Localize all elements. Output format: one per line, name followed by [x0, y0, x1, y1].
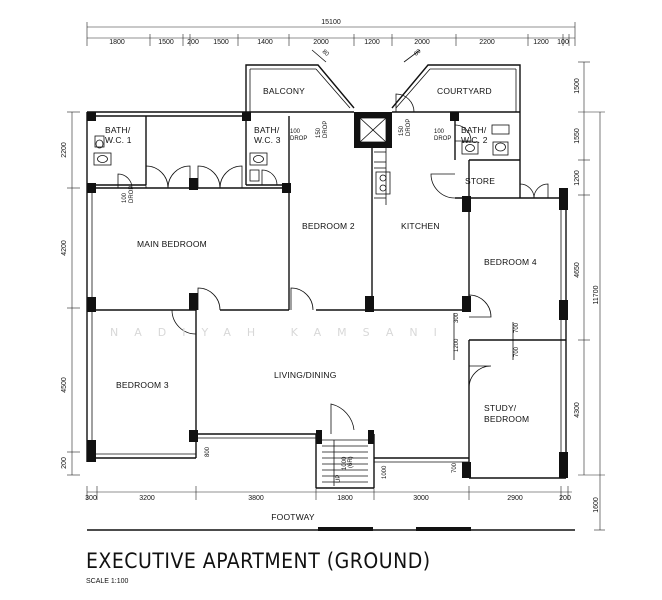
dim-left-2: 4200 [61, 240, 68, 256]
dim-top-9: 2200 [479, 39, 495, 46]
stairs-up-label: UP [336, 475, 342, 483]
dim-right-overall: 11700 [593, 285, 600, 304]
drop-annotations: 100 DROP 100 DROP 150 DROP 150 DROP 100 … [122, 119, 451, 483]
drawing-scale: SCALE 1:100 [86, 578, 129, 585]
footway: FOOTWAY [87, 512, 575, 531]
dim-top-6: 2000 [313, 39, 329, 46]
toilet-icon-2 [492, 141, 509, 156]
room-study-line2: BEDROOM [484, 414, 529, 424]
balcony-courtyard-annex: BALCONY COURTYARD [245, 49, 521, 148]
interior-dimensions: 300 1200 700 700 800 1000 700 80 80 [205, 48, 520, 479]
dim-top-4: 1500 [213, 39, 229, 46]
drop-label-4b: DROP [406, 119, 412, 136]
dim-bottom-2: 3200 [139, 495, 155, 502]
footway-label: FOOTWAY [271, 512, 315, 522]
room-bath-wc-3-line1: BATH/ [254, 125, 280, 135]
room-bath-wc-2-line1: BATH/ [461, 125, 487, 135]
dim-inner-700c: 700 [452, 462, 458, 473]
dim-bottom-6: 2900 [507, 495, 523, 502]
drop-label-1b: DROP [129, 186, 135, 203]
room-kitchen: KITCHEN [401, 221, 440, 231]
columns [87, 112, 568, 478]
dim-bottom-4: 1800 [337, 495, 353, 502]
dim-inner-80b: 80 [413, 48, 422, 57]
dim-inner-800: 800 [205, 446, 211, 457]
kitchen-sink-icon [375, 171, 391, 195]
interior-walls [87, 112, 566, 489]
sink-icon-2 [461, 141, 479, 155]
dim-left-4: 200 [61, 457, 68, 469]
dim-bottom-1: 300 [85, 495, 97, 502]
room-bath-wc-2-line2: W.C. 2 [461, 135, 488, 145]
drop-label-2a: 100 [290, 129, 301, 135]
room-bath-wc-3-line2: W.C. 3 [254, 135, 281, 145]
top-dimensions: 15100 1800 1500 200 1500 1400 2000 1200 … [86, 19, 576, 46]
dim-bottom-7: 200 [559, 495, 571, 502]
drop-label-3b: DROP [323, 121, 329, 138]
room-labels: BATH/ W.C. 1 BATH/ W.C. 3 BATH/ W.C. 2 S… [105, 125, 537, 424]
dim-top-5: 1400 [257, 39, 273, 46]
dim-top-11: 100 [557, 39, 569, 46]
room-bedroom-4: BEDROOM 4 [484, 257, 537, 267]
toilet-icon-1 [94, 135, 105, 148]
stairs-height: 1000 [342, 456, 348, 470]
dim-left-1: 2200 [61, 142, 68, 158]
dim-right-2: 1550 [574, 128, 581, 144]
dim-right-1: 1500 [574, 78, 581, 94]
dim-bottom-3: 3800 [248, 495, 264, 502]
dim-top-1: 1800 [109, 39, 125, 46]
fixtures [93, 124, 510, 486]
room-bath-wc-1-line2: W.C. 1 [105, 135, 132, 145]
room-bath-wc-1-line1: BATH/ [105, 125, 131, 135]
toilet-icon-3 [249, 169, 260, 182]
bottom-dimensions: 300 3200 3800 1800 3000 2900 200 [85, 486, 572, 502]
room-balcony: BALCONY [263, 86, 305, 96]
drop-label-5a: 100 [434, 129, 445, 135]
drawing-title: EXECUTIVE APARTMENT (GROUND) [86, 549, 431, 573]
drop-label-3a: 150 [316, 127, 322, 138]
room-store: STORE [465, 176, 495, 186]
dim-right-4: 4650 [574, 262, 581, 278]
dim-top-3: 200 [187, 39, 199, 46]
outer-walls [86, 111, 567, 479]
room-study-line1: STUDY/ [484, 403, 517, 413]
stairs-risers: (6R) [348, 456, 354, 468]
dim-top-8: 2000 [414, 39, 430, 46]
watermark: NADIYAH KAMSANI [110, 326, 453, 339]
sink-icon-1 [93, 152, 112, 166]
sink-icon-3 [249, 152, 268, 166]
dim-inner-1000: 1000 [382, 465, 388, 479]
room-bedroom-3: BEDROOM 3 [116, 380, 169, 390]
dim-inner-700a: 700 [514, 322, 520, 333]
room-living-dining: LIVING/DINING [274, 370, 337, 380]
dim-right-5: 4300 [574, 402, 581, 418]
room-main-bedroom: MAIN BEDROOM [137, 239, 207, 249]
dim-left-3: 4500 [61, 377, 68, 393]
drop-label-2b: DROP [290, 136, 307, 142]
room-courtyard: COURTYARD [437, 86, 492, 96]
dim-top-2: 1500 [158, 39, 174, 46]
dim-inner-80a: 80 [321, 49, 330, 58]
room-bedroom-2: BEDROOM 2 [302, 221, 355, 231]
dim-bottom-5: 3000 [413, 495, 429, 502]
left-dimensions: 2200 4200 4500 200 [61, 111, 80, 476]
drop-label-1a: 100 [122, 192, 128, 203]
doors [117, 124, 549, 434]
dim-top-7: 1200 [364, 39, 380, 46]
dim-inner-700b: 700 [514, 346, 520, 357]
dim-right-footway: 1600 [593, 497, 600, 513]
drop-label-4a: 150 [399, 125, 405, 136]
dim-overall-width: 15100 [321, 19, 341, 26]
dim-right-3: 1200 [574, 170, 581, 186]
drop-label-5b: DROP [434, 136, 451, 142]
entrance-stairs [322, 439, 368, 486]
dim-inner-300: 300 [454, 312, 460, 323]
dim-top-10: 1200 [533, 39, 549, 46]
dim-inner-1200: 1200 [454, 338, 460, 352]
right-dimensions: 1500 1550 1200 4650 4300 11700 1600 [574, 61, 605, 531]
